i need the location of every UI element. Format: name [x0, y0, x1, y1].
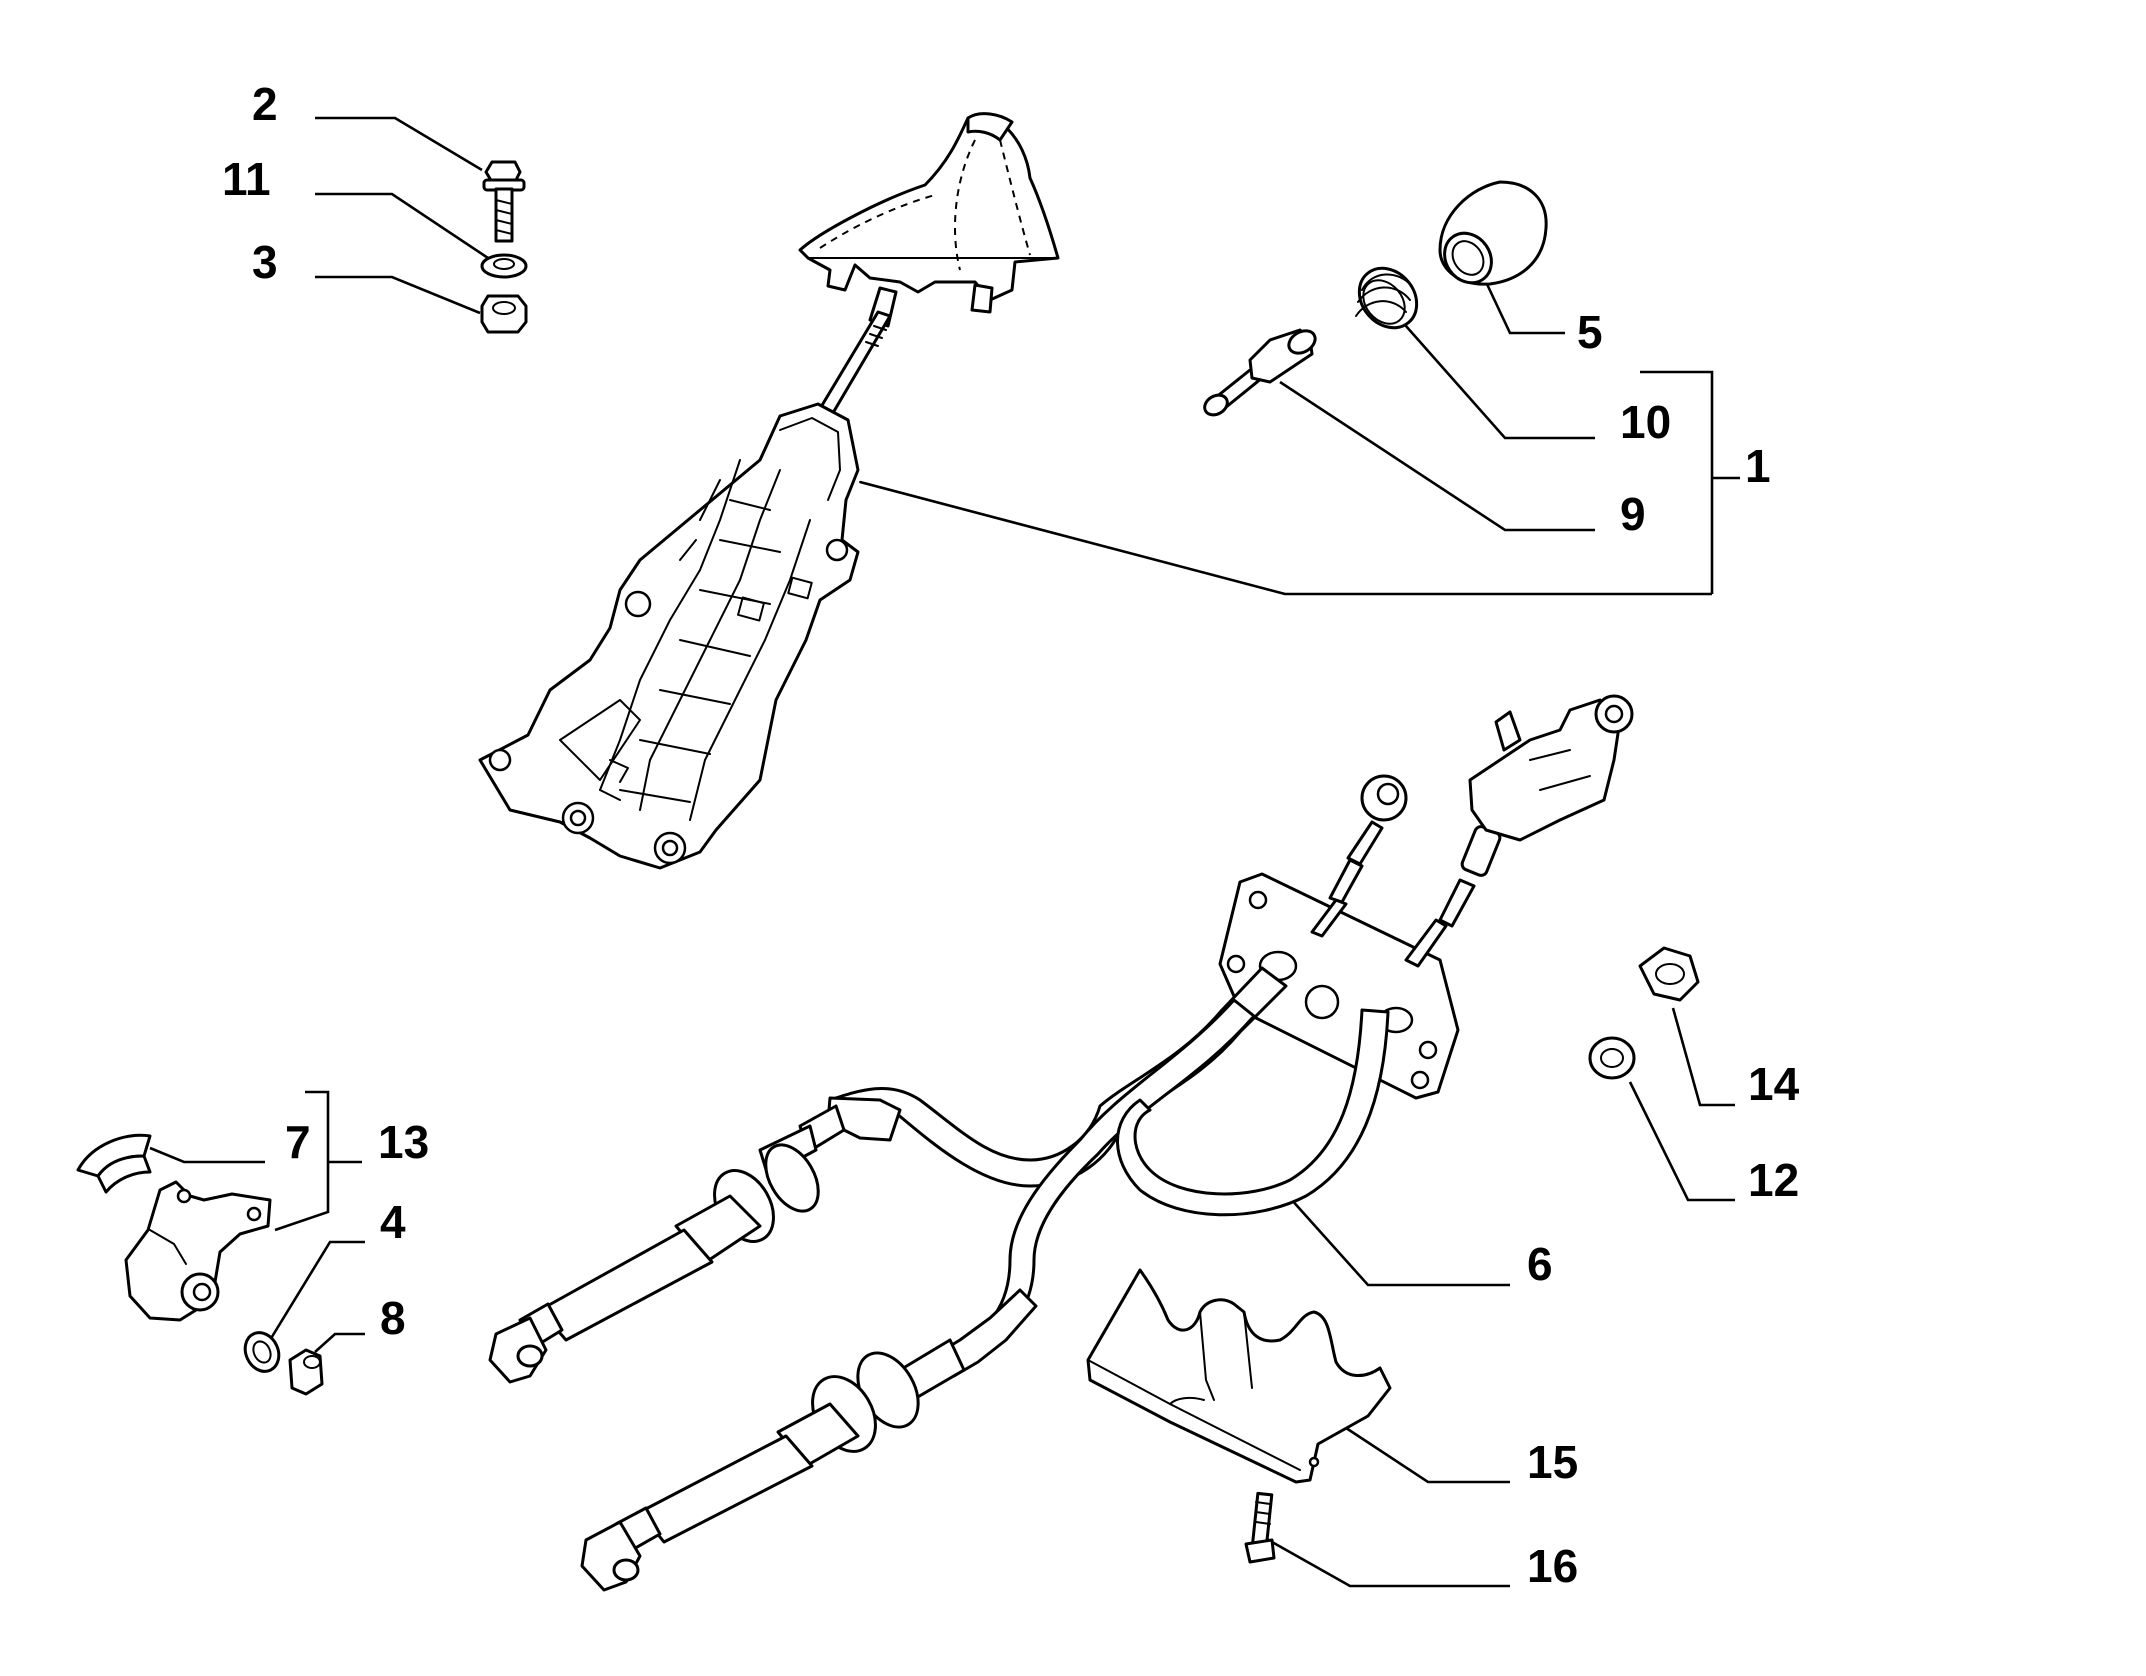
nut-part-14 — [1638, 946, 1700, 1002]
callout-5: 5 — [1577, 306, 1603, 358]
callout-15: 15 — [1527, 1436, 1578, 1488]
washer-part-12 — [1588, 1036, 1636, 1080]
washer-part-11 — [480, 253, 528, 279]
leader-8 — [314, 1332, 365, 1353]
nut-part-8 — [288, 1348, 324, 1396]
leader-5 — [1476, 264, 1565, 335]
callout-13: 13 — [378, 1116, 429, 1168]
leader-4 — [268, 1240, 365, 1341]
leader-9 — [1279, 380, 1595, 532]
spring-part-10 — [1355, 266, 1419, 330]
callout-9: 9 — [1620, 488, 1646, 540]
linkage-lever — [1468, 694, 1634, 842]
ring-part-4 — [243, 1331, 281, 1373]
callout-1: 1 — [1745, 440, 1771, 492]
leader-6 — [1289, 1197, 1510, 1287]
shift-housing — [478, 402, 1286, 870]
callout-8: 8 — [380, 1292, 406, 1344]
gear-lever-shaft — [816, 310, 892, 420]
leader-1-main — [859, 480, 1712, 596]
leader-15 — [1339, 1422, 1510, 1484]
callout-7: 7 — [285, 1116, 311, 1168]
callout-labels: 2 11 3 5 10 1 9 7 13 4 8 14 12 6 15 16 — [222, 78, 1800, 1592]
leader-1-bracket — [1640, 370, 1714, 594]
leader-3 — [315, 275, 481, 315]
leader-14 — [1671, 1007, 1735, 1107]
leader-2 — [315, 116, 483, 172]
leader-13-bracket — [274, 1090, 330, 1232]
cable-end-upper — [488, 1096, 902, 1384]
cable-support-part-15 — [1086, 1268, 1392, 1484]
screw-part-16 — [1244, 1491, 1276, 1564]
cable-sheath-long — [828, 966, 1288, 1330]
leader-12 — [1628, 1081, 1735, 1202]
callout-2: 2 — [252, 78, 278, 130]
cap-part-5 — [1438, 180, 1548, 286]
callout-14: 14 — [1748, 1058, 1800, 1110]
nut-part-3 — [480, 294, 528, 334]
leader-16 — [1264, 1536, 1510, 1588]
bush-part-7 — [76, 1133, 152, 1194]
gear-boot — [798, 112, 1060, 328]
leader-7 — [149, 1146, 265, 1164]
callout-16: 16 — [1527, 1540, 1578, 1592]
pin-part-9 — [1203, 328, 1317, 417]
leader-11 — [315, 192, 489, 260]
callout-11: 11 — [222, 153, 271, 205]
cable-end-lower — [580, 1288, 1038, 1592]
bolt-part-2 — [482, 160, 526, 243]
callout-10: 10 — [1620, 396, 1671, 448]
callout-12: 12 — [1748, 1154, 1799, 1206]
cable-sheath-loop — [1116, 1008, 1390, 1217]
callout-3: 3 — [252, 236, 278, 288]
callout-4: 4 — [380, 1196, 406, 1248]
upper-cables — [1310, 774, 1502, 968]
selector-lever-part-13 — [124, 1180, 272, 1322]
callout-6: 6 — [1527, 1238, 1553, 1290]
leader-10 — [1397, 316, 1595, 440]
